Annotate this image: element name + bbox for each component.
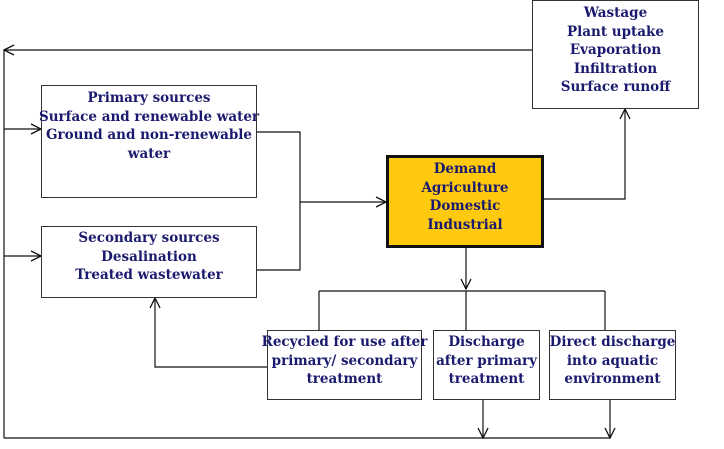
recycled-line: Recycled for use after [261,334,428,350]
secondary-sources-title: Secondary sources [78,230,220,246]
secondary-sources-box: Secondary sources Desalination Treated w… [41,226,257,298]
wastage-line: Infiltration [573,60,658,77]
primary-sources-title: Primary sources [87,90,211,106]
discharge-primary-line: after primary [436,352,537,369]
discharge-primary-line: Discharge [448,334,525,350]
demand-line: Domestic [429,198,501,214]
direct-discharge-line: environment [564,371,661,387]
wastage-line: Evaporation [569,42,662,58]
primary-sources-line: water [127,145,171,162]
demand-to-wastage-arrow [544,109,625,200]
secondary-sources-line: Treated wastewater [75,267,223,283]
wastage-box: Wastage Plant uptake Evaporation Infiltr… [532,0,699,109]
primary-sources-line: Ground and non-renewable [46,127,252,143]
recycled-box: Recycled for use after primary/ secondar… [262,330,427,400]
wastage-line: Surface runoff [560,79,671,95]
direct-discharge-line: Direct discharge [549,334,676,350]
recycled-line: treatment [306,371,383,387]
direct-discharge-line: into aquatic [566,352,659,369]
demand-box: Demand Agriculture Domestic Industrial [386,155,544,248]
wastage-title: Wastage [583,5,648,21]
demand-line: Industrial [427,216,503,233]
primary-sources-line: Surface and renewable water [38,108,260,125]
wastage-line: Plant uptake [567,23,664,40]
recycled-to-secondary-arrow [155,298,267,368]
demand-line: Agriculture [421,179,509,196]
direct-discharge-box: Direct discharge into aquatic environmen… [549,330,676,400]
recycled-line: primary/ secondary [271,352,418,369]
discharge-after-primary-box: Discharge after primary treatment [433,330,540,400]
primary-connector [257,131,301,271]
secondary-sources-line: Desalination [101,248,197,265]
demand-title: Demand [433,161,497,177]
discharge-primary-line: treatment [448,371,525,387]
primary-sources-box: Primary sources Surface and renewable wa… [38,85,260,198]
